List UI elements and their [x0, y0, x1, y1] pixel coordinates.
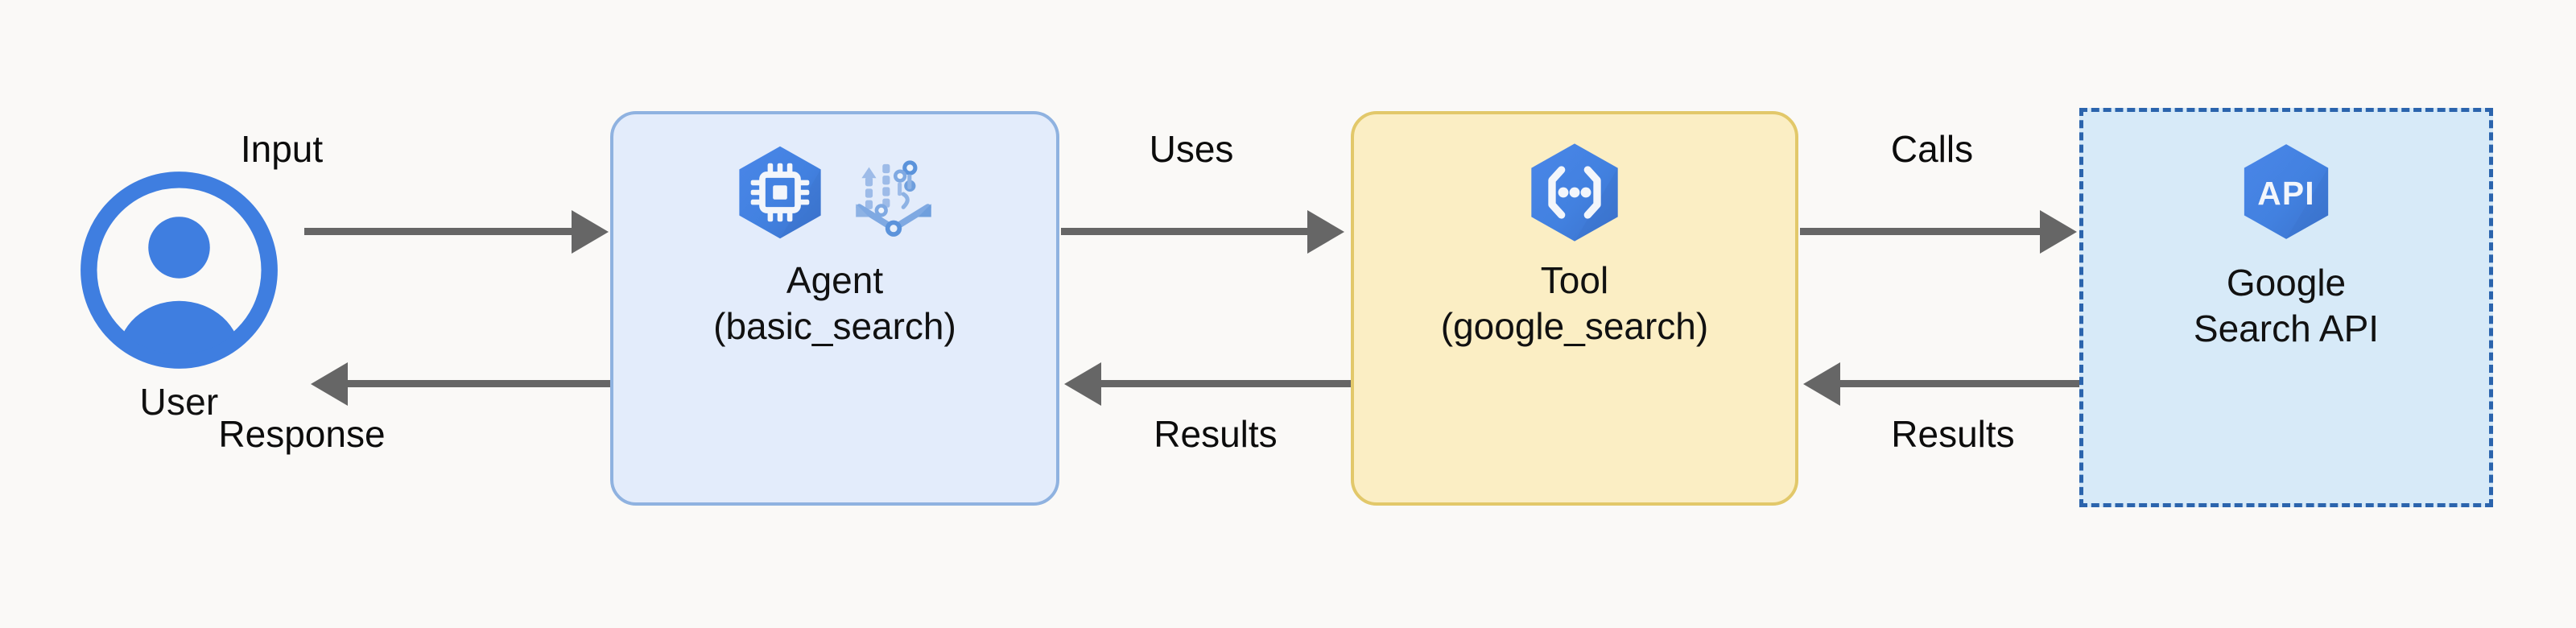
edge-arrowhead-agent-to-tool [1307, 210, 1344, 254]
edge-label-uses: Uses [1149, 128, 1234, 170]
agent-workflow-icon [844, 143, 943, 242]
api-hexagon-icon-text: API [2257, 175, 2314, 212]
node-user-label: User [139, 381, 219, 423]
node-agent-label: Agent (basic_search) [713, 259, 956, 348]
edge-arrowhead-tool-to-api [2040, 210, 2077, 254]
cpu-hexagon-icon [727, 139, 833, 246]
user-avatar-icon [76, 167, 282, 373]
agent-icon-row [727, 140, 943, 245]
edge-label-calls: Calls [1890, 128, 1974, 170]
edge-line-api-to-tool [1840, 380, 2082, 387]
edge-line-tool-to-agent [1101, 380, 1351, 387]
edge-line-agent-to-tool [1061, 228, 1309, 235]
node-google-search-api-label: Google Search API [2193, 262, 2380, 350]
edge-line-user-to-agent [304, 228, 573, 235]
node-google-search-api[interactable]: API Google Search API [2079, 108, 2493, 507]
api-icon-row: API [2231, 139, 2341, 244]
edge-label-results-tool: Results [1154, 413, 1278, 455]
edge-arrowhead-user-to-agent [572, 210, 609, 254]
edge-label-response: Response [218, 413, 386, 455]
node-tool[interactable]: Tool (google_search) [1351, 111, 1798, 506]
api-brackets-hexagon-icon [1518, 136, 1631, 249]
node-tool-label: Tool (google_search) [1440, 259, 1709, 348]
edge-line-tool-to-api [1800, 228, 2041, 235]
tool-icon-row [1518, 140, 1631, 245]
edge-arrowhead-tool-to-agent [1064, 362, 1101, 406]
edge-line-agent-to-user [348, 380, 610, 387]
edge-arrowhead-agent-to-user [311, 362, 348, 406]
edge-label-input: Input [240, 128, 324, 170]
api-hexagon-icon: API [2231, 137, 2341, 246]
node-user[interactable]: User [56, 161, 322, 475]
edge-arrowhead-api-to-tool [1803, 362, 1840, 406]
edge-label-results-api: Results [1891, 413, 2015, 455]
node-agent[interactable]: Agent (basic_search) [610, 111, 1059, 506]
